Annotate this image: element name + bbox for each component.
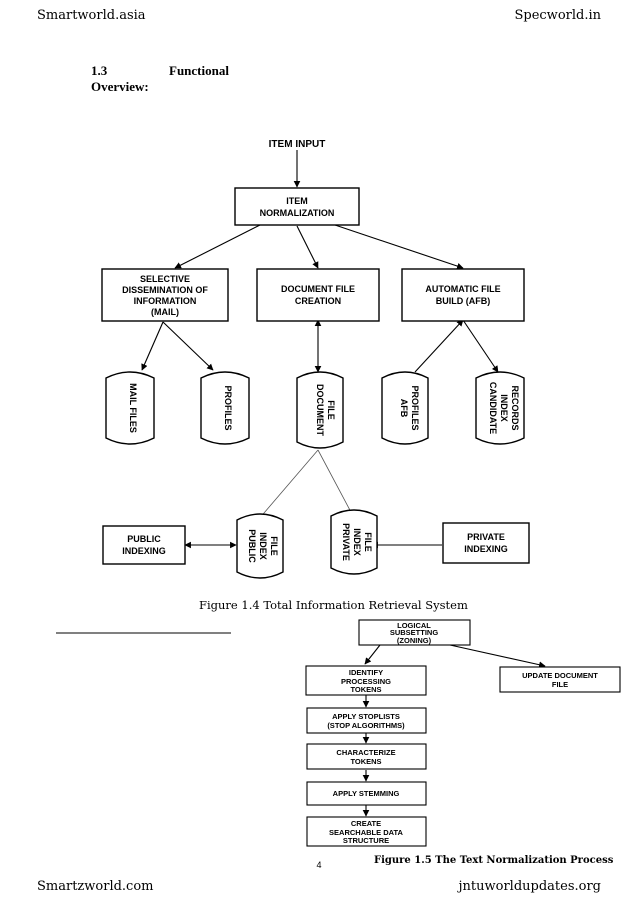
figure1-caption: Figure 1.4 Total Information Retrieval S… — [199, 598, 468, 612]
svg-text:AFB: AFB — [399, 399, 409, 418]
private-index-file-cylinder: PRIVATE INDEX FILE — [330, 509, 378, 575]
svg-text:ITEM INPUT: ITEM INPUT — [269, 139, 326, 150]
mail-files-cylinder: MAIL FILES — [105, 371, 155, 445]
svg-text:INFORMATION: INFORMATION — [134, 296, 197, 306]
public-index-file-cylinder: PUBLIC INDEX FILE — [236, 513, 284, 579]
svg-text:INDEX: INDEX — [258, 532, 268, 560]
section-title-continued: Overview: — [91, 79, 149, 94]
logical-subsetting-box: LOGICAL SUBSETTING (ZONING) — [358, 619, 471, 646]
svg-text:APPLY STEMMING: APPLY STEMMING — [333, 789, 400, 798]
identify-tokens-box: IDENTIFY PROCESSING TOKENS — [305, 665, 427, 696]
selective-dissemination-box: SELECTIVE DISSEMINATION OF INFORMATION (… — [101, 268, 229, 322]
svg-text:LOGICAL: LOGICAL — [397, 621, 431, 630]
footer-right: jntuworldupdates.org — [458, 879, 602, 894]
svg-text:FILE: FILE — [552, 680, 568, 689]
svg-text:SELECTIVE: SELECTIVE — [140, 274, 190, 284]
page-number: 4 — [316, 860, 321, 870]
svg-text:INDEX: INDEX — [352, 528, 362, 556]
header-left: Smartworld.asia — [37, 8, 146, 23]
svg-text:CHARACTERIZE: CHARACTERIZE — [336, 748, 395, 757]
svg-text:(MAIL): (MAIL) — [151, 307, 179, 317]
svg-text:PUBLIC: PUBLIC — [247, 529, 257, 563]
apply-stoplists-box: APPLY STOPLISTS (STOP ALGORITHMS) — [306, 707, 427, 734]
svg-text:RECORDS: RECORDS — [510, 385, 520, 430]
item-normalization-box: ITEM NORMALIZATION — [234, 187, 360, 226]
characterize-tokens-box: CHARACTERIZE TOKENS — [306, 743, 427, 770]
svg-text:TOKENS: TOKENS — [350, 685, 381, 694]
svg-text:PRIVATE: PRIVATE — [341, 523, 351, 561]
profiles-cylinder: PROFILES — [200, 371, 250, 445]
item-input-label: ITEM INPUT — [269, 139, 326, 150]
svg-text:TOKENS: TOKENS — [350, 757, 381, 766]
svg-text:INDEXING: INDEXING — [464, 544, 508, 554]
svg-text:FILE: FILE — [269, 536, 279, 556]
svg-text:PROFILES: PROFILES — [410, 385, 420, 430]
header-right: Specworld.in — [514, 8, 601, 23]
svg-text:PUBLIC: PUBLIC — [127, 534, 161, 544]
svg-text:IDENTIFY: IDENTIFY — [349, 668, 383, 677]
svg-text:FILE: FILE — [326, 400, 336, 420]
svg-text:PRIVATE: PRIVATE — [467, 532, 505, 542]
svg-text:PROCESSING: PROCESSING — [341, 677, 391, 686]
figure2-connectors — [362, 644, 546, 817]
svg-text:(ZONING): (ZONING) — [397, 636, 432, 645]
svg-text:SEARCHABLE DATA: SEARCHABLE DATA — [329, 828, 403, 837]
private-indexing-box: PRIVATE INDEXING — [442, 522, 530, 564]
svg-text:APPLY STOPLISTS: APPLY STOPLISTS — [332, 712, 400, 721]
section-title: Functional — [169, 63, 229, 78]
public-indexing-box: PUBLIC INDEXING — [102, 525, 186, 565]
svg-text:PROFILES: PROFILES — [223, 385, 233, 430]
afb-profiles-cylinder: AFB PROFILES — [381, 371, 429, 445]
svg-text:DOCUMENT: DOCUMENT — [315, 384, 325, 436]
document-file-creation-box: DOCUMENT FILE CREATION — [256, 268, 380, 322]
figure2-caption: Figure 1.5 The Text Normalization Proces… — [374, 855, 614, 866]
svg-text:NORMALIZATION: NORMALIZATION — [260, 208, 335, 218]
section-number: 1.3 — [91, 63, 108, 78]
svg-text:INDEXING: INDEXING — [122, 546, 166, 556]
apply-stemming-box: APPLY STEMMING — [306, 781, 427, 806]
svg-text:CANDIDATE: CANDIDATE — [488, 382, 498, 434]
figure1-connectors — [141, 150, 499, 549]
candidate-index-records-cylinder: CANDIDATE INDEX RECORDS — [475, 371, 525, 445]
create-searchable-box: CREATE SEARCHABLE DATA STRUCTURE — [306, 816, 427, 847]
footer-left: Smartzworld.com — [37, 879, 154, 894]
update-document-file-box: UPDATE DOCUMENT FILE — [499, 666, 621, 693]
svg-text:SUBSETTING: SUBSETTING — [390, 628, 439, 637]
svg-text:AUTOMATIC FILE: AUTOMATIC FILE — [425, 284, 500, 294]
svg-text:DOCUMENT FILE: DOCUMENT FILE — [281, 284, 355, 294]
document-file-cylinder: DOCUMENT FILE — [296, 371, 344, 449]
svg-text:UPDATE DOCUMENT: UPDATE DOCUMENT — [522, 671, 598, 680]
svg-text:FILE: FILE — [363, 532, 373, 552]
svg-text:DISSEMINATION OF: DISSEMINATION OF — [122, 285, 208, 295]
svg-text:ITEM: ITEM — [286, 196, 308, 206]
svg-text:STRUCTURE: STRUCTURE — [343, 836, 389, 845]
automatic-file-build-box: AUTOMATIC FILE BUILD (AFB) — [401, 268, 525, 322]
svg-text:BUILD (AFB): BUILD (AFB) — [436, 296, 491, 306]
svg-text:(STOP ALGORITHMS): (STOP ALGORITHMS) — [327, 721, 405, 730]
svg-text:CREATE: CREATE — [351, 819, 381, 828]
svg-text:INDEX: INDEX — [499, 394, 509, 422]
svg-text:CREATION: CREATION — [295, 296, 341, 306]
svg-text:MAIL FILES: MAIL FILES — [128, 383, 138, 433]
